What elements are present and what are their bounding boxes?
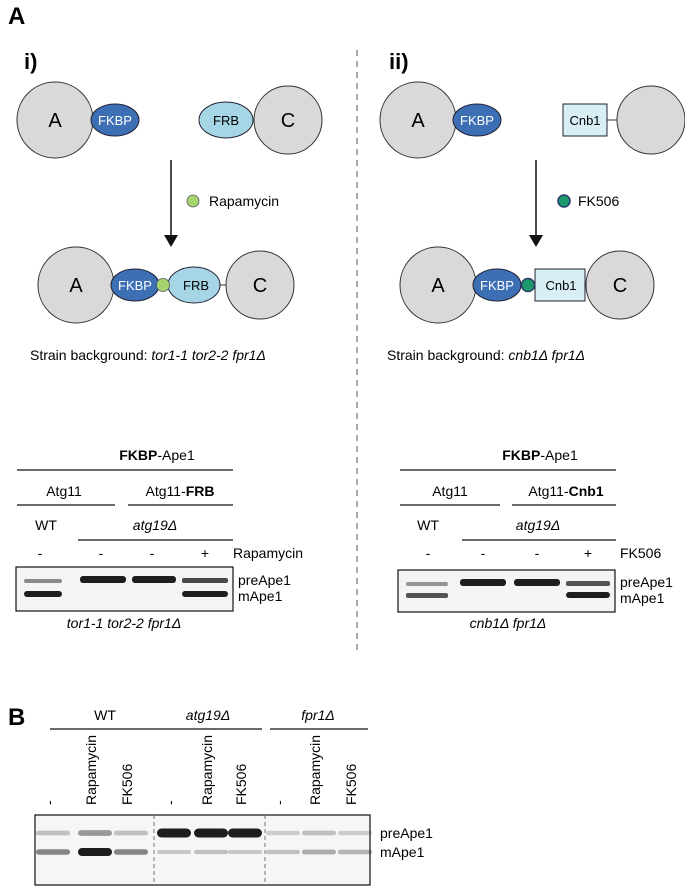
left-wt: WT: [35, 517, 57, 533]
left-domain-c-text: C: [281, 110, 295, 132]
left-complex-fkbp-text: FKBP: [118, 278, 152, 293]
b-band-mApe1-8: [302, 849, 336, 855]
schematic-rapamycin: i) A FKBP FRB C Rapamycin A C FKBP FRB S…: [16, 49, 323, 363]
right-lane-3: -: [535, 545, 540, 561]
right-complex-c-text: C: [613, 275, 627, 297]
left-blot-box: [15, 566, 234, 612]
right-construct: FKBP-Ape1: [502, 447, 578, 463]
b-group-wt: WT: [94, 707, 116, 723]
left-drug-label: Rapamycin: [209, 193, 279, 209]
b-lane-label-9: FK506: [343, 764, 359, 805]
left-complex-a-text: A: [69, 275, 83, 297]
panel-b-label: B: [8, 704, 25, 731]
b-band-mApe1-3: [114, 849, 148, 855]
b-lane-label-1: -: [41, 800, 57, 805]
b-lane-label-4: -: [162, 800, 178, 805]
left-frb: [198, 101, 254, 139]
right-treatment: FK506: [620, 545, 661, 561]
left-complex-frb-text: FRB: [183, 278, 209, 293]
b-band-mApe1-5: [194, 849, 228, 855]
b-band-preApe1-9: [338, 830, 372, 836]
right-lane-2: -: [481, 545, 486, 561]
b-group-atg19: atg19Δ: [186, 707, 230, 723]
left-mutant: atg19Δ: [133, 517, 177, 533]
b-band-preApe1-3: [114, 830, 148, 836]
right-complex-cnb1-text: Cnb1: [545, 278, 576, 293]
right-complex-fkbp-text: FKBP: [480, 278, 514, 293]
blot-left: FKBP-Ape1 Atg11 Atg11-FRB WT atg19Δ - - …: [15, 447, 303, 631]
rapamycin-dot: [186, 194, 200, 208]
right-cnb1: [562, 103, 608, 137]
right-band-upper: preApe1: [620, 574, 673, 590]
b-lane-label-8: Rapamycin: [307, 735, 323, 805]
b-band-preApe1-4: [157, 828, 191, 838]
left-band-upper: preApe1: [238, 572, 291, 588]
b-bands: [36, 828, 372, 856]
right-strain: Strain background: cnb1Δ fpr1Δ: [387, 347, 585, 363]
b-lane-label-6: FK506: [233, 764, 249, 805]
b-band-mApe1-1: [36, 849, 70, 855]
left-treatment: Rapamycin: [233, 545, 303, 561]
left-lane-4: +: [201, 545, 209, 561]
b-band-mApe1-6: [228, 849, 262, 855]
left-complex-c-text: C: [253, 275, 267, 297]
left-group2: Atg11-FRB: [146, 483, 215, 499]
blot-right: FKBP-Ape1 Atg11 Atg11-Cnb1 WT atg19Δ - -…: [397, 447, 673, 631]
left-domain-a-text: A: [48, 110, 62, 132]
left-strain: Strain background: tor1-1 tor2-2 fpr1Δ: [30, 347, 266, 363]
left-blot-footer: tor1-1 tor2-2 fpr1Δ: [67, 615, 181, 631]
left-band-lower: mApe1: [238, 588, 283, 604]
right-complex-a-text: A: [431, 275, 445, 297]
schematic-fk506: ii) A FKBP Cnb1 FK506 A C FKBP Cnb1 Stra…: [379, 49, 685, 363]
left-construct: FKBP-Ape1: [119, 447, 195, 463]
b-group-fpr1: fpr1Δ: [301, 707, 335, 723]
left-fkbp: [90, 103, 140, 137]
b-band-mApe1-7: [266, 849, 300, 855]
b-band-lower: mApe1: [380, 844, 425, 860]
b-band-preApe1-1: [36, 830, 70, 836]
right-lane-1: -: [426, 545, 431, 561]
b-band-preApe1-5: [194, 828, 228, 838]
right-mutant: atg19Δ: [516, 517, 560, 533]
right-group2: Atg11-Cnb1: [528, 483, 603, 499]
right-blot-footer: cnb1Δ fpr1Δ: [470, 615, 547, 631]
left-sub-label: i): [24, 49, 37, 74]
b-band-upper: preApe1: [380, 825, 433, 841]
b-lane-label-7: -: [271, 800, 287, 805]
left-frb-text: FRB: [213, 113, 239, 128]
right-domain-a-text: A: [411, 110, 425, 132]
b-band-preApe1-6: [228, 828, 262, 838]
right-wt: WT: [417, 517, 439, 533]
b-band-preApe1-8: [302, 830, 336, 836]
b-band-preApe1-2: [78, 830, 112, 836]
b-lane-labels: - Rapamycin FK506 - Rapamycin FK506 - Rapamycin…: [41, 735, 359, 805]
panel-a-label: A: [8, 3, 25, 30]
left-fkbp-text: FKBP: [98, 113, 132, 128]
blot-b: WT atg19Δ fpr1Δ - Rapamycin FK506 - Rapamyci…: [34, 707, 433, 886]
b-band-mApe1-9: [338, 849, 372, 855]
right-fkbp-text: FKBP: [460, 113, 494, 128]
right-blot-box: [397, 569, 616, 613]
right-group1: Atg11: [432, 483, 468, 499]
left-group1: Atg11: [46, 483, 82, 499]
right-lane-4: +: [584, 545, 592, 561]
right-band-lower: mApe1: [620, 590, 665, 606]
b-lane-label-5: Rapamycin: [199, 735, 215, 805]
b-lane-label-2: Rapamycin: [83, 735, 99, 805]
left-lane-3: -: [150, 545, 155, 561]
b-band-mApe1-2: [78, 848, 112, 856]
b-lane-label-3: FK506: [119, 764, 135, 805]
left-lane-2: -: [99, 545, 104, 561]
left-lane-1: -: [38, 545, 43, 561]
right-drug-label: FK506: [578, 193, 619, 209]
b-band-mApe1-4: [157, 849, 191, 855]
right-sub-label: ii): [389, 49, 409, 74]
fk506-dot: [557, 194, 571, 208]
right-cnb1-text: Cnb1: [569, 113, 600, 128]
left-domain-c: [253, 85, 323, 155]
b-band-preApe1-7: [266, 830, 300, 836]
